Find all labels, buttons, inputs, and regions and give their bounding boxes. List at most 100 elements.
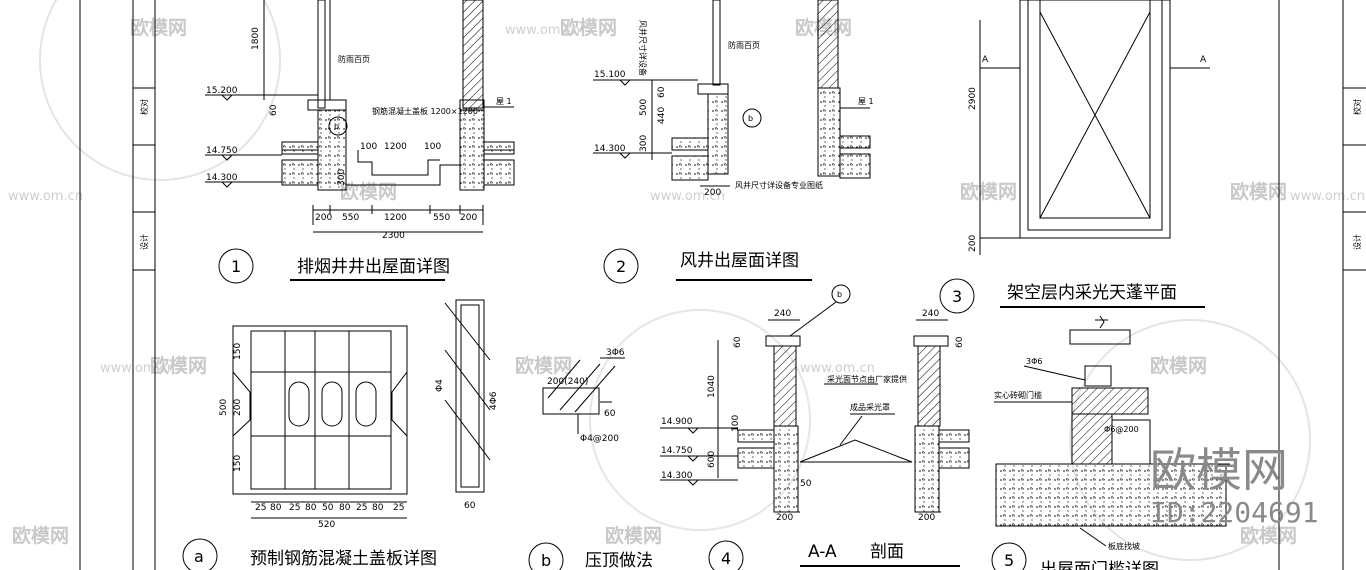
- dim-240: 240: [774, 309, 791, 319]
- watermark-url: www.om.cn: [100, 361, 175, 376]
- title-block-design: 设计: [139, 234, 149, 250]
- detail-title: A-A: [808, 542, 837, 562]
- dim-550b: 550: [433, 213, 450, 223]
- detail-number: 5: [1004, 551, 1014, 570]
- dim-1800: 1800: [251, 27, 261, 50]
- dim-50: 50: [322, 503, 334, 513]
- note-skylight-cover: 成品采光罩: [850, 402, 890, 412]
- note-shaft-size: 风井尺寸详设备: [638, 20, 648, 76]
- note-skylight-node: 采光面节点由厂家提供: [827, 374, 907, 384]
- note-louver: 防雨百页: [338, 54, 370, 64]
- dim-80d: 80: [372, 503, 384, 513]
- dim-25c: 25: [356, 503, 367, 513]
- detail-number: 2: [616, 257, 626, 276]
- note-louver: 防雨百页: [728, 40, 760, 50]
- watermark-text: 欧模网: [515, 354, 572, 377]
- detail-title: 出屋面门槛详图: [1040, 560, 1159, 570]
- dim-60: 60: [269, 104, 279, 116]
- note-bars: 3Φ6: [1026, 357, 1042, 366]
- dim-inner-100b: 100: [424, 142, 441, 152]
- dim-200b: 200: [460, 213, 477, 223]
- dim-500: 500: [219, 399, 229, 416]
- dim-2900: 2900: [968, 87, 978, 110]
- title-block-check: 校对: [139, 99, 149, 115]
- elev-14750: 14.750: [661, 446, 693, 456]
- bar-phi4: Φ4: [435, 379, 445, 392]
- sheet-frame: 校对 设计 校对 设计: [79, 0, 1366, 570]
- note-cover: 钢筋混凝土盖板 1200×1200: [372, 106, 478, 116]
- watermark-layer: 欧模网 欧模网 欧模网 欧模网 欧模网 欧模网 欧模网 欧模网 欧模网 欧模网 …: [8, 0, 1365, 561]
- detail-title: 风井出屋面详图: [680, 251, 799, 271]
- dim-240b: 240: [922, 309, 939, 319]
- detail-title: 压顶做法: [585, 551, 653, 570]
- watermark-url: www.om.cn: [800, 361, 875, 376]
- dim-200: 200: [315, 213, 332, 223]
- watermark-url: www.om.cn: [1290, 189, 1365, 204]
- dim-200b: 200: [918, 513, 935, 523]
- dim-25b: 25: [289, 503, 300, 513]
- dim-200-240: 200(240): [547, 377, 588, 387]
- detail-a-cover-slab: 150 500 200 150 25 80 25 80 50 80 25 80 …: [182, 299, 499, 570]
- brand-logo: 欧模网: [1150, 443, 1288, 497]
- bar-3phi6: 3Φ6: [606, 348, 625, 358]
- dim-100: 100: [731, 415, 741, 432]
- dim-25: 25: [255, 503, 266, 513]
- dim-80c: 80: [339, 503, 351, 513]
- detail-number: 1: [231, 257, 241, 276]
- watermark-text: 欧模网: [1230, 180, 1287, 203]
- detail-title-2: 剖面: [870, 542, 904, 562]
- dim-60: 60: [733, 336, 743, 348]
- dim-150: 150: [233, 343, 243, 360]
- watermark-url: www.om.cn: [505, 23, 580, 38]
- detail-number: 3: [952, 287, 962, 306]
- dim-300: 300: [639, 135, 649, 152]
- elev-14300: 14.300: [594, 144, 626, 154]
- ref-b: b: [334, 122, 339, 131]
- note-sill: 实心砖砌门槛: [994, 390, 1042, 400]
- watermark-url: www.om.cn: [8, 189, 83, 204]
- bar-phi4-200: Φ4@200: [580, 434, 619, 444]
- ref-b: b: [837, 290, 842, 299]
- detail-title: 架空层内采光天蓬平面: [1007, 283, 1177, 303]
- watermark-text: 欧模网: [1150, 354, 1207, 377]
- note-roof: 屋 1: [496, 97, 512, 106]
- elev-14900: 14.900: [661, 417, 693, 427]
- watermark-text: 欧模网: [605, 524, 662, 547]
- elev-14300: 14.300: [661, 471, 693, 481]
- elev-14300: 14.300: [206, 173, 238, 183]
- section-mark: A: [982, 55, 989, 65]
- dim-60: 60: [604, 409, 616, 419]
- watermark-text: 欧模网: [150, 354, 207, 377]
- detail-5-door-sill: 3Φ6 实心砖砌门槛 Φ6@200 板底找坡 5 出屋面门槛详图: [991, 315, 1230, 570]
- dim-520: 520: [318, 520, 335, 530]
- dim-25d: 25: [393, 503, 404, 513]
- dim-1200: 1200: [384, 213, 407, 223]
- bar-4phi6: 4Φ6: [489, 391, 499, 410]
- watermark-url: www.om.cn: [650, 189, 725, 204]
- note-ref: Φ6@200: [1104, 425, 1139, 434]
- title-block-design: 设计: [1352, 234, 1362, 250]
- dim-60b: 60: [955, 336, 965, 348]
- watermark-text: 欧模网: [960, 180, 1017, 203]
- detail-1-smoke-shaft: 防雨百页 钢筋混凝土盖板 1200×1200 屋 1 b 15.200 14.7…: [205, 0, 515, 284]
- dim-200: 200: [233, 399, 243, 416]
- dim-2300: 2300: [382, 231, 405, 241]
- dim-80b: 80: [305, 503, 317, 513]
- dim-inner-1200: 1200: [384, 142, 407, 152]
- detail-number: 4: [721, 549, 731, 568]
- brand-watermark: 欧模网 ID:2204691: [1150, 443, 1319, 529]
- dim-60: 60: [657, 86, 667, 98]
- elev-15200: 15.200: [206, 86, 238, 96]
- dim-150b: 150: [233, 455, 243, 472]
- section-mark: A: [1200, 55, 1207, 65]
- dim-440: 440: [657, 107, 667, 124]
- dim-200: 200: [968, 235, 978, 252]
- elev-15100: 15.100: [594, 70, 626, 80]
- detail-title: 预制钢筋混凝土盖板详图: [250, 549, 437, 569]
- watermark-text: 欧模网: [560, 16, 617, 39]
- dim-1040: 1040: [707, 375, 717, 398]
- dim-600: 600: [707, 451, 717, 468]
- elev-14750: 14.750: [206, 146, 238, 156]
- detail-number: b: [541, 551, 551, 570]
